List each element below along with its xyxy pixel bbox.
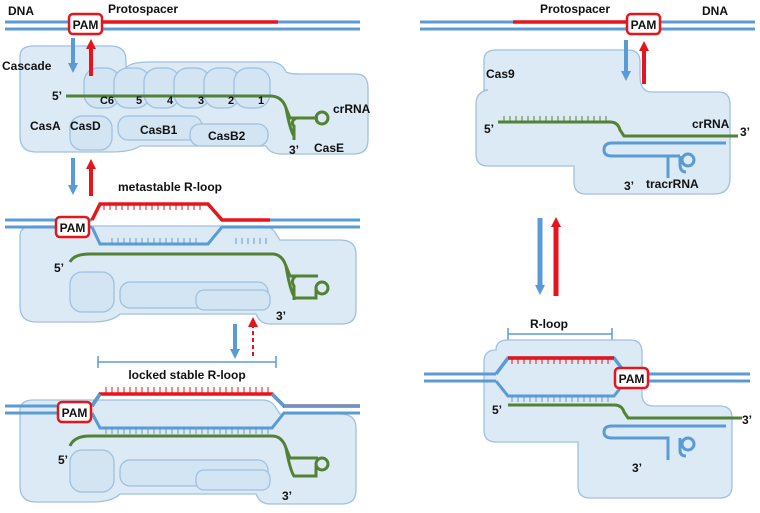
subunit-c6: C6: [100, 95, 114, 107]
panel-cas9-rloop: R-loop PAM 5’ 3’ 3’: [424, 317, 752, 499]
casb2-shape-3: [195, 469, 271, 491]
crrna-5prime-2: 5’: [54, 261, 64, 275]
protospacer-ticks-3: [105, 387, 269, 393]
target-ticks-2: [111, 238, 267, 244]
protospacer-ticks-2: [103, 204, 201, 210]
crrna-ticks-cas9: [503, 116, 607, 122]
panel-cas9-binding: Protospacer DNA PAM Cas9 5’ crRNA 3’ 3’ …: [420, 2, 755, 195]
tracrrna-hairpin-5: [680, 436, 696, 452]
crrna-strand-3: [68, 434, 318, 460]
pam-box-3: [56, 400, 93, 424]
crrna-3prime: 3’: [289, 143, 299, 157]
case-label: CasE: [314, 141, 344, 155]
dna-label: DNA: [8, 4, 34, 18]
crrna-strand-cas9: [498, 120, 738, 138]
target-ticks-5: [511, 396, 609, 402]
tracrrna-3prime-5: 3’: [632, 461, 642, 475]
tracrrna-strand: [602, 141, 726, 158]
crrna-strand-2: [68, 252, 318, 278]
cas9-rloop-shape: [483, 339, 733, 499]
locked-title: locked stable R-loop: [128, 368, 245, 382]
pam-box: [67, 12, 104, 36]
casb2-shape: [189, 123, 269, 147]
subunit-backbone: [83, 67, 271, 109]
metastable-title: metastable R-loop: [118, 180, 222, 194]
cas9-label: Cas9: [486, 67, 515, 81]
crrna-hairpin-3: [314, 456, 330, 472]
tracrrna-3prime: 3’: [624, 179, 634, 193]
tracrrna-label: tracrRNA: [646, 177, 699, 191]
panel-metastable-rloop: metastable R-loop PAM 5’ 3’: [5, 180, 360, 325]
panel-cascade-binding: DNA Protospacer PAM 5’ 3’ crRNA Cascade: [2, 2, 371, 157]
target-strand-2: [90, 225, 360, 246]
panel-locked-rloop: locked stable R-loop PAM 5’ 3’: [5, 356, 360, 505]
subunit-5: 5: [136, 95, 142, 107]
subunit-1: 1: [258, 95, 264, 107]
casb2-label: CasB2: [208, 129, 246, 143]
protospacer-ticks-5: [511, 358, 609, 364]
crrna-3prime-5: 3’: [742, 413, 752, 427]
tracrrna-hairpin: [680, 152, 696, 168]
subunit-numbers: C6 5 4 3 2 1: [100, 95, 264, 107]
target-strand-3: [90, 411, 360, 430]
rloop-label: R-loop: [530, 317, 568, 331]
pam-label-cas9: PAM: [631, 18, 657, 32]
crrna-3prime-2: 3’: [276, 309, 286, 323]
subunit-4: 4: [167, 95, 174, 107]
pam-box-5: [613, 366, 650, 390]
pam-label-2: PAM: [60, 221, 86, 235]
tracrrna-strand-5: [602, 424, 726, 460]
pam-box-2: [54, 215, 91, 239]
crrna-5prime-5: 5’: [492, 403, 502, 417]
crrna-label-cas9: crRNA: [692, 117, 730, 131]
crrna-5prime: 5’: [52, 89, 62, 103]
crrna-3prime-cas9: 3’: [740, 125, 750, 139]
cascade-label: Cascade: [2, 59, 52, 73]
crrna-5prime-3: 5’: [58, 453, 68, 467]
pam-label-5: PAM: [619, 372, 645, 386]
crrna-5prime-cas9: 5’: [484, 122, 494, 136]
crrna-strand-5: [508, 403, 742, 420]
protospacer-label: Protospacer: [108, 2, 178, 16]
subunit-2: 2: [228, 95, 234, 107]
casa-label: CasA: [30, 119, 61, 133]
subunit-3: 3: [198, 95, 204, 107]
crrna-3prime-3: 3’: [282, 489, 292, 503]
casd-label: CasD: [70, 119, 101, 133]
target-strand-5: [494, 379, 750, 398]
dna-label-cas9: DNA: [702, 4, 728, 18]
casd-shape-3: [69, 449, 115, 493]
locked-title-bg: [110, 366, 260, 384]
casb1-label: CasB1: [140, 123, 178, 137]
casd-shape: [69, 115, 113, 151]
pam-box-cas9: [625, 12, 662, 36]
protospacer-displaced-2: [90, 202, 270, 222]
pam-label: PAM: [73, 18, 99, 32]
casd-shape-2: [69, 271, 115, 313]
target-ticks-3: [105, 428, 269, 434]
protospacer-label-cas9: Protospacer: [540, 2, 610, 16]
pam-label-3: PAM: [62, 406, 88, 420]
crrna-hairpin-loop: [314, 110, 330, 126]
casb2-shape-2: [195, 289, 271, 311]
crrna-label: crRNA: [333, 102, 371, 116]
